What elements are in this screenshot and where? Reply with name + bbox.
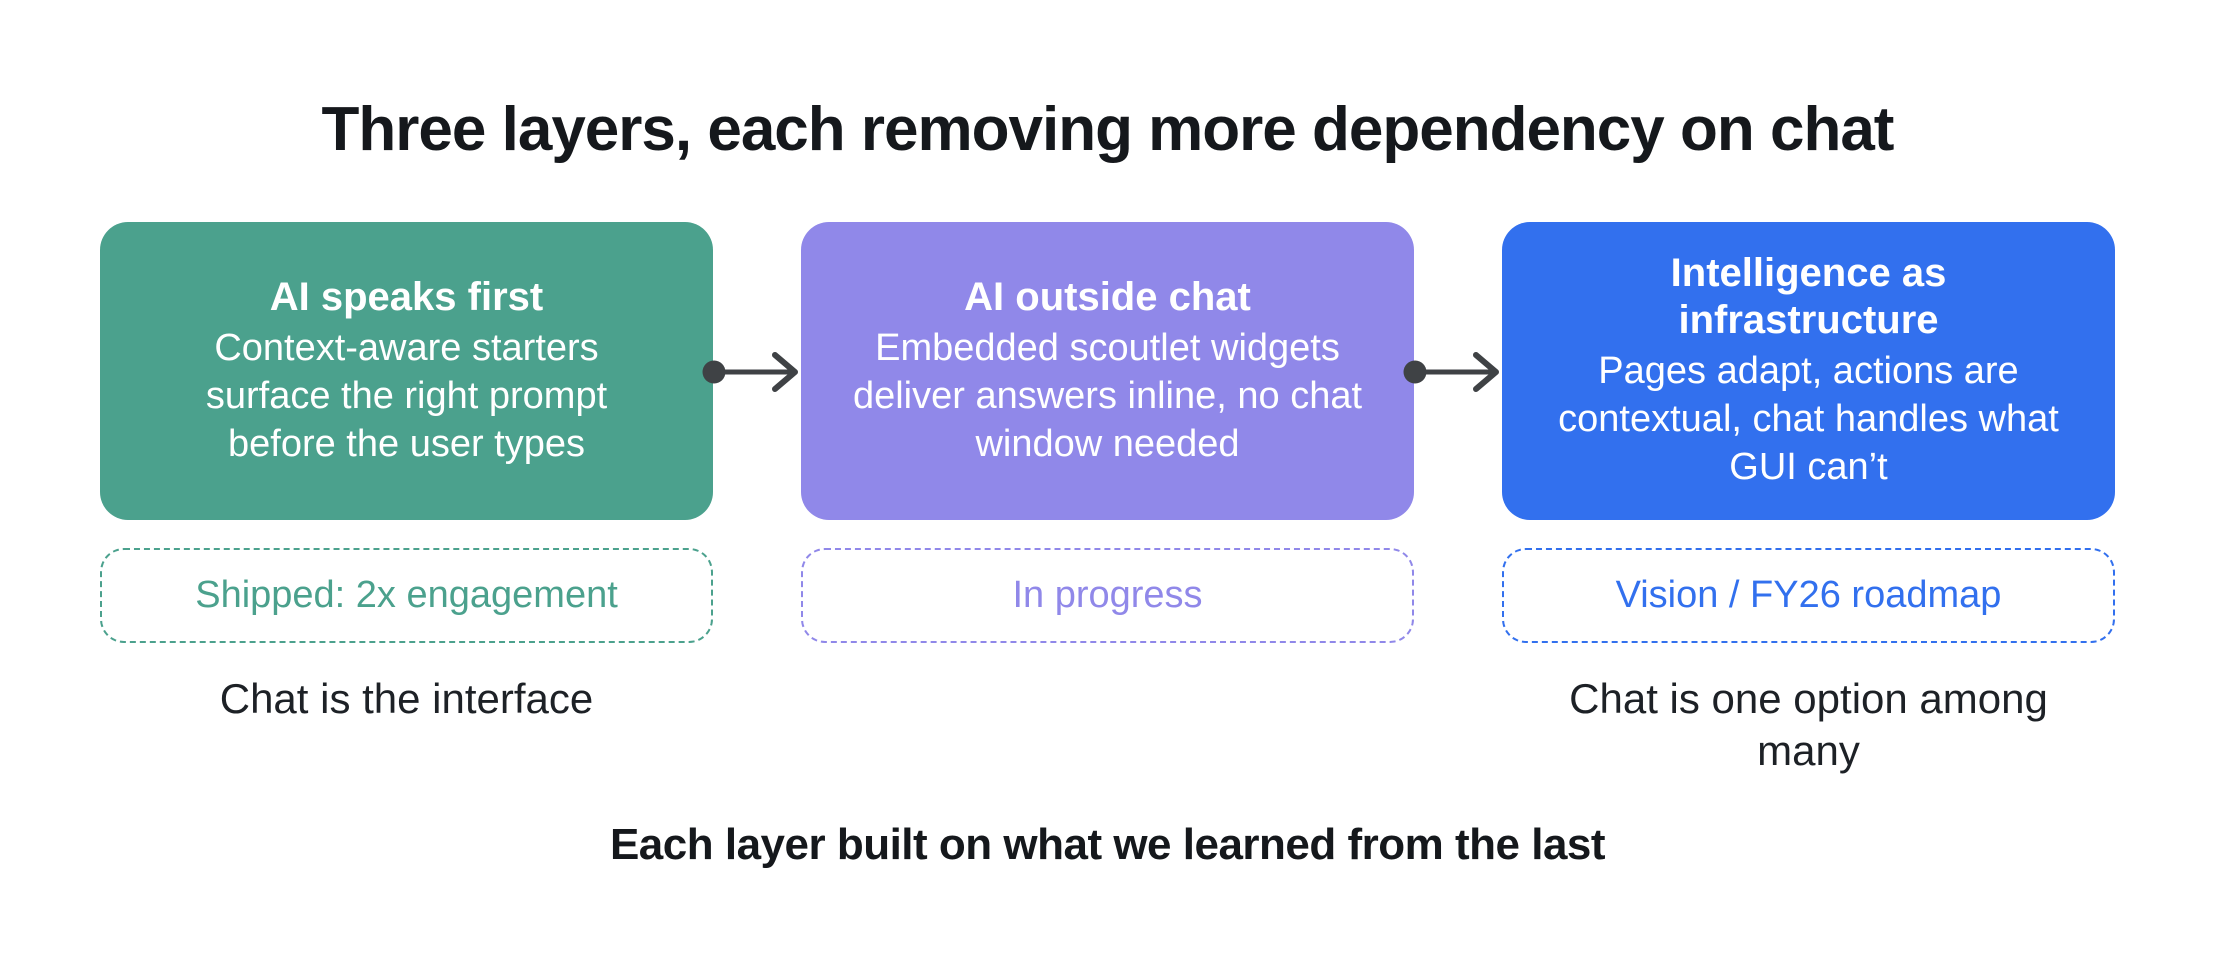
- layer-card: AI speaks first Context-aware starters s…: [100, 222, 713, 520]
- status-badge: Vision / FY26 roadmap: [1502, 548, 2115, 643]
- layer-column-3: Intelligence as infrastructure Pages ada…: [1502, 222, 2115, 777]
- layer-column-1: AI speaks first Context-aware starters s…: [100, 222, 713, 777]
- layer-caption: Chat is one option among many: [1569, 675, 2048, 775]
- layer-card-body: Pages adapt, actions are contextual, cha…: [1558, 350, 2059, 489]
- layer-card: Intelligence as infrastructure Pages ada…: [1502, 222, 2115, 520]
- flow-arrow-icon: [1403, 349, 1501, 395]
- layer-card-body: Embedded scoutlet widgets deliver answer…: [852, 326, 1363, 465]
- layer-caption: Chat is the interface: [219, 675, 594, 722]
- layer-card-heading: AI speaks first: [269, 274, 544, 319]
- diagram-title: Three layers, each removing more depende…: [321, 95, 1895, 164]
- layer-card-heading: AI outside chat: [964, 274, 1251, 319]
- flow-arrow-icon: [702, 349, 800, 395]
- arrow-head: [772, 352, 798, 392]
- layer-card-body: Context-aware starters surface the right…: [205, 326, 608, 465]
- arrow-head: [1473, 352, 1499, 392]
- status-badge: In progress: [801, 548, 1414, 643]
- status-badge: Shipped: 2x engagement: [100, 548, 713, 643]
- layer-card: AI outside chat Embedded scoutlet widget…: [801, 222, 1414, 520]
- layer-columns: AI speaks first Context-aware starters s…: [100, 222, 2115, 777]
- footer-note: Each layer built on what we learned from…: [609, 820, 1606, 869]
- layer-card-heading: Intelligence as infrastructure: [1670, 251, 1947, 343]
- layer-column-2: AI outside chat Embedded scoutlet widget…: [801, 222, 1414, 777]
